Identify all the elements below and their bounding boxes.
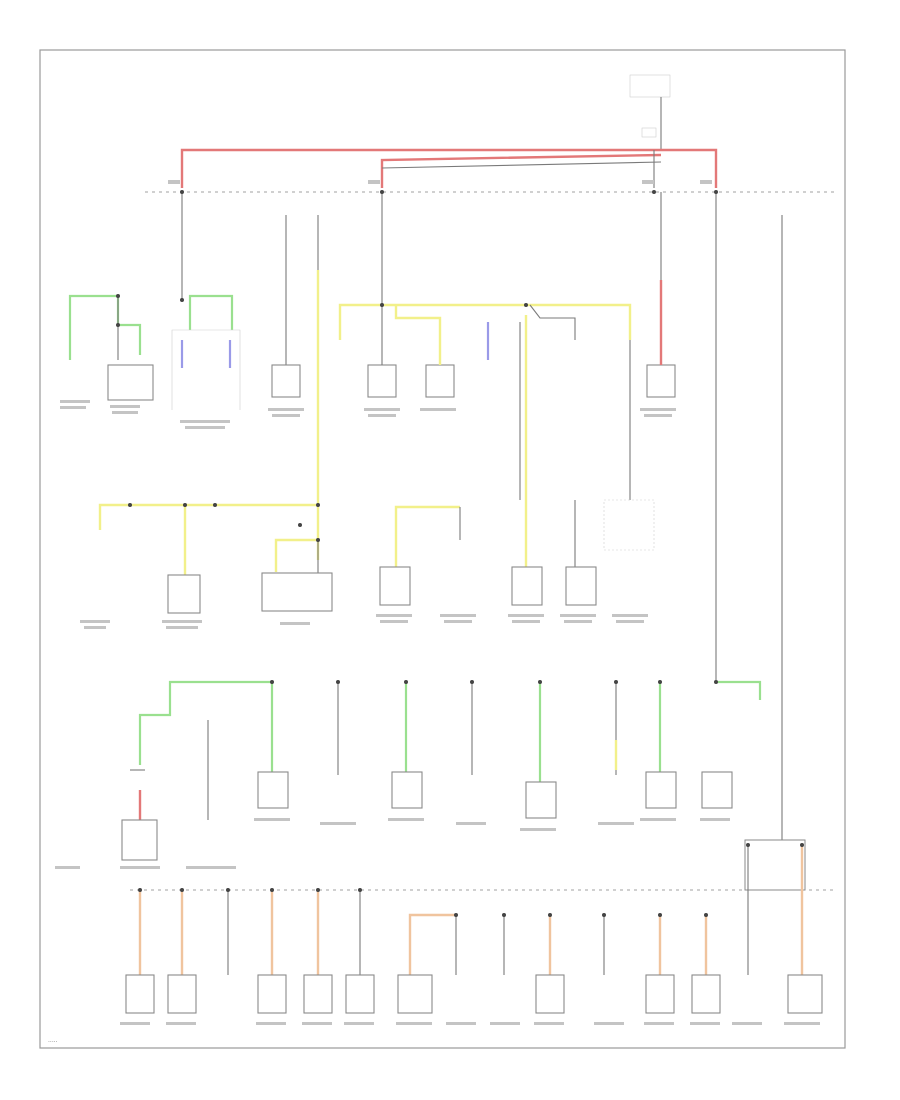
diagram-frame [39,49,846,1049]
middle-components [167,315,655,614]
left-relay-group [68,294,241,410]
bottom-ground-row [125,843,823,1014]
main-red-feed [180,148,718,188]
fuse-drops [180,190,783,840]
yellow-feed-vertical [98,270,320,575]
lower-components [121,771,806,891]
illegible-label-marks [55,180,820,1025]
lower-block-wiring [130,680,762,822]
yellow-feed-upper [338,303,632,500]
upper-components [271,280,676,398]
power-source-top-right [629,74,671,150]
page-id: ····· [48,1039,58,1046]
